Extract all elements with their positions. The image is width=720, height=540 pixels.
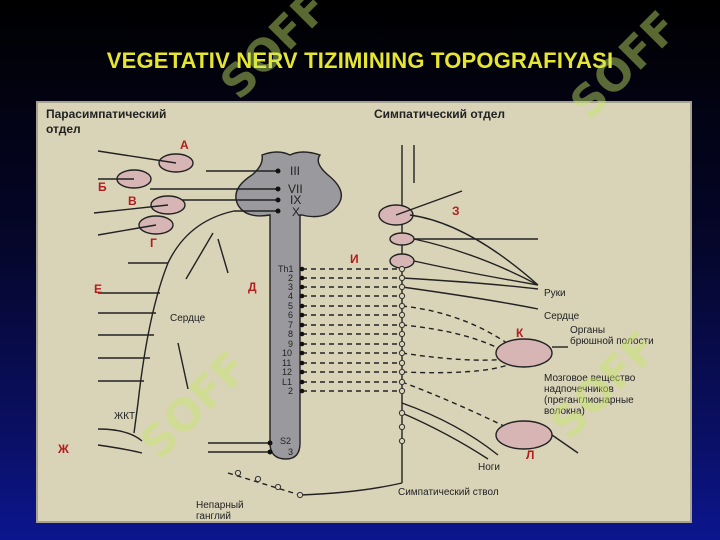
cranial-nerve-VII: VII xyxy=(288,182,303,196)
letter-v: В xyxy=(128,194,137,208)
nervous-system-diagram: Парасимпатический отдел Симпатический от… xyxy=(46,107,654,522)
label-unpaired-ganglion-2: ганглий xyxy=(196,511,231,522)
label-adrenal-4: волокна) xyxy=(544,406,585,417)
slide-title: VEGETATIV NERV TIZIMINING TOPOGRAFIYASI xyxy=(106,48,614,73)
letter-a: А xyxy=(180,138,189,152)
segment-label: 9 xyxy=(288,339,293,349)
label-abdominal-organs-2: брюшной полости xyxy=(570,335,654,347)
letter-b: Б xyxy=(98,180,107,194)
label-abdominal-organs-1: Органы xyxy=(570,325,605,336)
segment-label: 12 xyxy=(282,367,292,377)
cranial-nerve-X: X xyxy=(292,205,300,219)
label-heart-left: Сердце xyxy=(170,313,206,324)
segment-label: 7 xyxy=(288,320,293,330)
label-adrenal-1: Мозговое вещество xyxy=(544,373,636,384)
letter-g: Г xyxy=(150,236,157,250)
cranial-nerve-III: III xyxy=(290,164,300,178)
segment-label: 3 xyxy=(288,282,293,292)
segment-label: Th1 xyxy=(278,264,294,274)
segment-label: 10 xyxy=(282,348,292,358)
label-adrenal-2: надпочечников xyxy=(544,384,614,395)
sacral-label: S2 xyxy=(280,436,291,446)
segment-label: 2 xyxy=(288,273,293,283)
letter-e: Е xyxy=(94,282,102,296)
parasympathetic-header-line2: отдел xyxy=(46,122,81,136)
letter-i: И xyxy=(350,252,359,266)
letter-l: Л xyxy=(526,448,534,462)
letter-zh: Ж xyxy=(57,442,69,456)
letter-d: Д xyxy=(248,280,257,294)
parasympathetic-header-line1: Парасимпатический xyxy=(46,107,166,121)
segment-label: 11 xyxy=(282,358,291,368)
segment-label: 2 xyxy=(288,386,293,396)
diagram-panel: Парасимпатический отдел Симпатический от… xyxy=(36,101,692,523)
sympathetic-header: Симпатический отдел xyxy=(374,107,505,121)
label-heart-right: Сердце xyxy=(544,311,580,322)
label-legs: Ноги xyxy=(478,462,500,473)
label-arms: Руки xyxy=(544,288,566,299)
segment-label: 4 xyxy=(288,291,293,301)
segment-label: 5 xyxy=(288,301,293,311)
segment-label: 8 xyxy=(288,329,293,339)
label-sympathetic-trunk: Симпатический ствол xyxy=(398,487,499,498)
label-unpaired-ganglion-1: Непарный xyxy=(196,500,244,511)
letter-k: К xyxy=(516,326,524,340)
letter-z: З xyxy=(452,204,460,218)
spinal-cord xyxy=(235,151,342,460)
segment-label: L1 xyxy=(282,377,292,387)
label-gi-tract: ЖКТ xyxy=(114,411,135,422)
segment-label: 6 xyxy=(288,310,293,320)
cranial-nerve-IX: IX xyxy=(290,193,301,207)
label-adrenal-3: (преганглионарные xyxy=(544,395,634,406)
sacral-label: 3 xyxy=(288,447,293,457)
